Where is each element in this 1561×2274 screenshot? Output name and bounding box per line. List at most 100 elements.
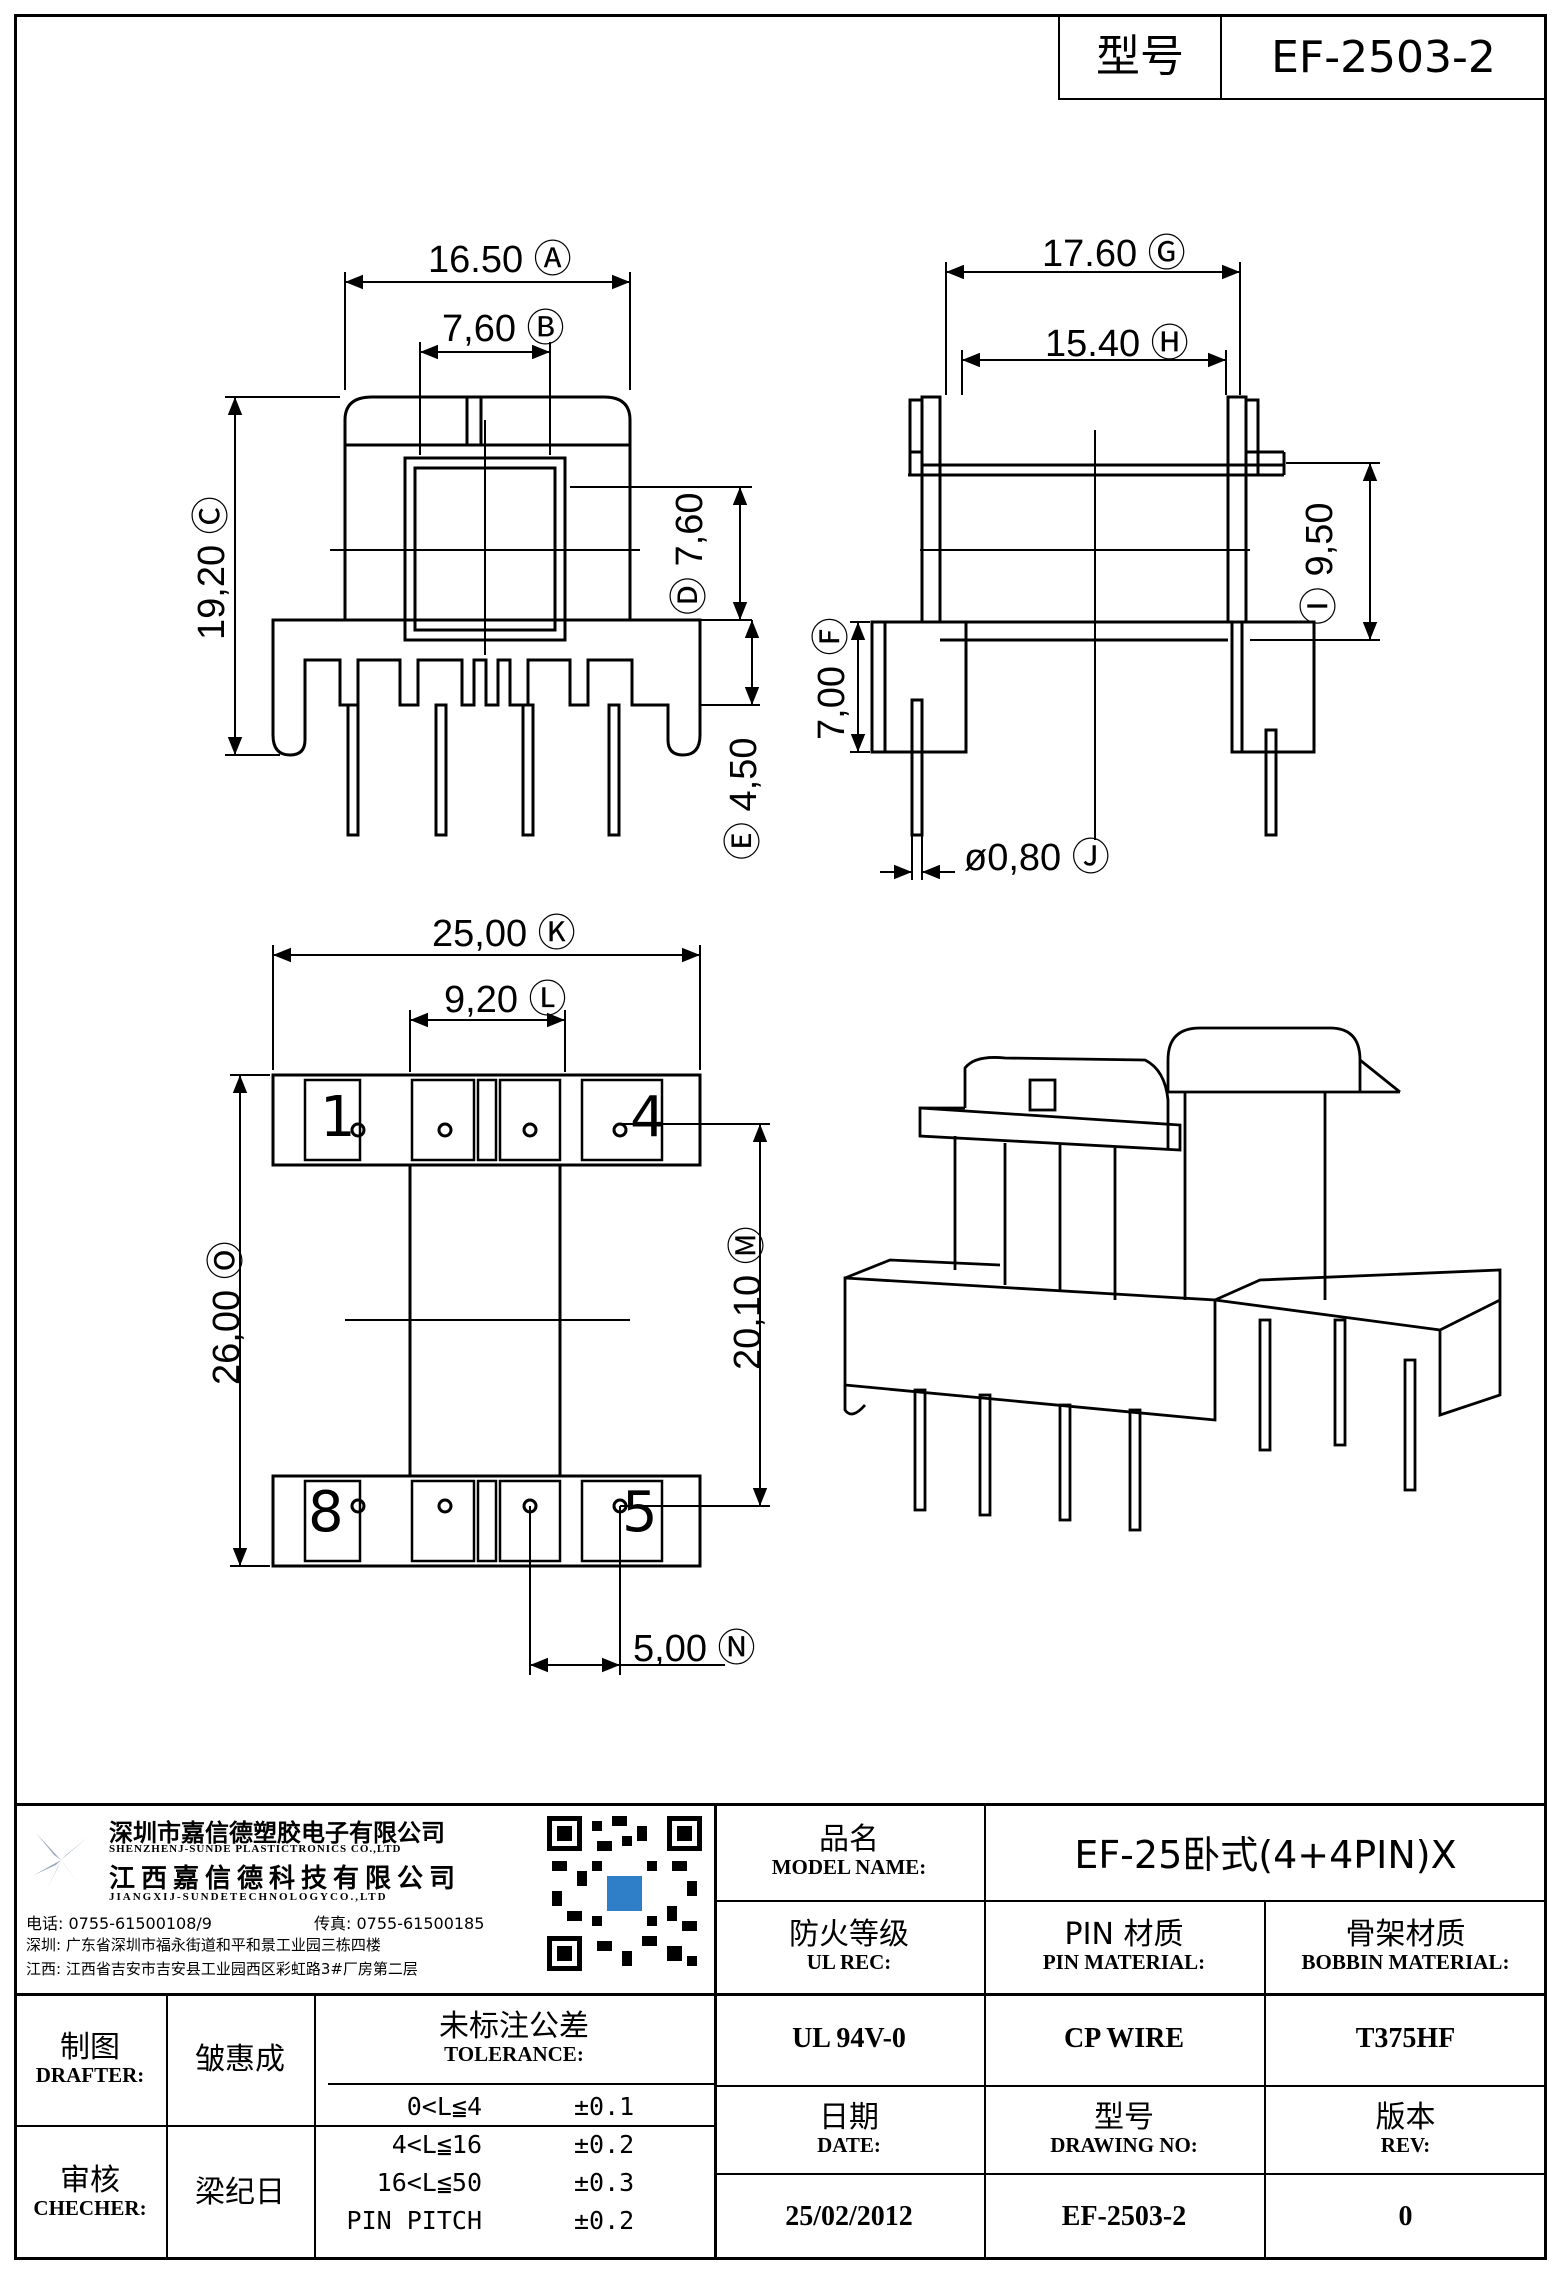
isometric-view <box>843 1026 1502 1532</box>
company-name-en-2: JIANGXIJ-SUNDETECHNOLOGYCO.,LTD <box>109 1891 388 1903</box>
tolerance-range: 0<L≦4 <box>406 2092 482 2121</box>
row-divider-1 <box>714 1900 1547 1902</box>
tolerance-cn: 未标注公差 <box>439 2008 589 2044</box>
col-divider-main <box>714 1803 717 2260</box>
header-model-value: EF-2503-2 <box>1271 31 1496 83</box>
bobbin-cn: 骨架材质 <box>1345 1917 1466 1953</box>
dim-c-label: 19,20 Ⓒ <box>191 496 233 640</box>
row-divider-4 <box>14 2125 714 2127</box>
model-name-value: EF-25卧式(4+4PIN)X <box>1074 1833 1457 1877</box>
ul-en: UL REC: <box>806 1950 892 1975</box>
pin-material-value: CP WIRE <box>1063 2023 1185 2054</box>
pin-5-label: 5 <box>622 1480 658 1545</box>
rev-cn: 版本 <box>1375 2099 1436 2135</box>
drafter-header: 制图 DRAFTER: <box>14 1993 166 2125</box>
company-name-en-1: SHENZHENJ-SUNDE PLASTICTRONICS CO.,LTD <box>109 1843 402 1855</box>
checker-header: 审核 CHECHER: <box>14 2125 166 2260</box>
pin-4-label: 4 <box>630 1085 666 1150</box>
pin-cn: PIN 材质 <box>1064 1917 1184 1953</box>
header-model-box: 型号 EF-2503-2 <box>1058 14 1547 100</box>
drawing-en: DRAWING NO: <box>1050 2132 1198 2157</box>
rev-en: REV: <box>1380 2132 1431 2157</box>
tolerance-header: 未标注公差 TOLERANCE: <box>314 1993 714 2083</box>
dim-k-label: 25,00 Ⓚ <box>432 913 576 955</box>
tolerance-row: 4<L≦16 ±0.2 <box>314 2130 714 2166</box>
drawing-cn: 型号 <box>1094 2099 1154 2135</box>
tolerance-range: PIN PITCH <box>346 2206 482 2235</box>
dim-m-label: 20,10 Ⓜ <box>727 1226 769 1370</box>
pin-8-label: 8 <box>308 1480 344 1545</box>
checker-en: CHECHER: <box>33 2196 147 2221</box>
dim-g-label: 17.60 Ⓖ <box>1042 233 1186 275</box>
row-divider-6 <box>714 2173 1547 2175</box>
tolerance-table: 0<L≦4 ±0.1 4<L≦16 ±0.2 16<L≦50 ±0.3 PIN … <box>314 2086 714 2256</box>
dim-j-label: ø0,80 Ⓙ <box>964 837 1110 879</box>
model-name-cn: 品名 <box>819 1822 879 1858</box>
row-divider-2 <box>14 1993 1547 1996</box>
front-view <box>271 395 702 837</box>
drawing-frame <box>14 14 1547 2260</box>
dim-e-label: Ⓔ 4,50 <box>723 737 765 860</box>
pin-material-header: PIN 材质 PIN MATERIAL: <box>984 1900 1264 1993</box>
checker-value: 梁纪日 <box>195 2175 285 2210</box>
dim-a-label: 16.50 Ⓐ <box>428 239 572 281</box>
pin-en: PIN MATERIAL: <box>1042 1950 1206 1975</box>
ul-value: UL 94V-0 <box>792 2023 906 2054</box>
date-cn: 日期 <box>819 2099 879 2135</box>
drawing-no-header: 型号 DRAWING NO: <box>984 2085 1264 2173</box>
date-en: DATE: <box>817 2132 881 2157</box>
drafter-en: DRAFTER: <box>35 2062 145 2087</box>
company-logo <box>26 1825 96 1895</box>
header-model-label: 型号 <box>1060 16 1222 98</box>
dim-o-label: 26,00 Ⓞ <box>206 1241 248 1385</box>
tolerance-range: 16<L≦50 <box>376 2168 482 2197</box>
bobbin-material-header: 骨架材质 BOBBIN MATERIAL: <box>1264 1900 1547 1993</box>
title-block: 深圳市嘉信德塑胶电子有限公司 SHENZHENJ-SUNDE PLASTICTR… <box>14 1803 1547 2260</box>
qr-code <box>542 1811 707 1976</box>
dim-h-label: 15.40 Ⓗ <box>1045 323 1189 365</box>
tolerance-value: ±0.2 <box>574 2130 635 2159</box>
company-name-cn-2: 江西嘉信德科技有限公司 <box>109 1864 462 1894</box>
drafter-cn: 制图 <box>60 2029 120 2065</box>
row-divider-5 <box>328 2083 714 2085</box>
tolerance-range: 4<L≦16 <box>391 2130 482 2159</box>
company-address-shenzhen: 深圳: 广东省深圳市福永街道和平和景工业园三栋四楼 <box>26 1936 381 1954</box>
drafter-value: 皱惠成 <box>195 2041 285 2077</box>
company-address-jiangxi: 江西: 江西省吉安市吉安县工业园西区彩虹路3#厂房第二层 <box>26 1960 418 1978</box>
pin-1-label: 1 <box>320 1085 356 1150</box>
checker-cn: 审核 <box>60 2163 120 2199</box>
bobbin-en: BOBBIN MATERIAL: <box>1301 1950 1510 1975</box>
side-view <box>870 395 1316 837</box>
col-divider-b <box>1264 1900 1266 2260</box>
tolerance-value: ±0.2 <box>574 2206 635 2235</box>
dim-d-label: Ⓓ 7,60 <box>669 492 711 615</box>
col-divider-a <box>984 1803 986 2260</box>
ul-header: 防火等级 UL REC: <box>714 1900 984 1993</box>
dim-f-label: 7,00 Ⓕ <box>811 617 853 740</box>
company-fax: 传真: 0755-61500185 <box>314 1914 485 1933</box>
dim-n-label: 5,00 Ⓝ <box>633 1628 756 1670</box>
col-divider-c <box>166 1993 168 2260</box>
date-header: 日期 DATE: <box>714 2085 984 2173</box>
dim-b-label: 7,60 Ⓑ <box>442 308 565 350</box>
tolerance-value: ±0.3 <box>574 2168 635 2197</box>
company-name-cn-1: 深圳市嘉信德塑胶电子有限公司 <box>109 1819 445 1847</box>
tolerance-row: PIN PITCH ±0.2 <box>314 2206 714 2242</box>
ul-cn: 防火等级 <box>789 1917 909 1953</box>
col-divider-d <box>314 1993 316 2260</box>
title-block-top-border <box>14 1803 1547 1806</box>
model-name-en: MODEL NAME: <box>771 1855 927 1880</box>
tolerance-en: TOLERANCE: <box>444 2041 584 2066</box>
tolerance-row: 0<L≦4 ±0.1 <box>314 2092 714 2128</box>
bobbin-material-value: T375HF <box>1355 2023 1456 2054</box>
tolerance-value: ±0.1 <box>574 2092 635 2121</box>
row-divider-3 <box>714 2085 1547 2087</box>
model-name-header: 品名 MODEL NAME: <box>714 1803 984 1900</box>
dim-i-label: Ⓘ 9,50 <box>1299 502 1341 625</box>
rev-header: 版本 REV: <box>1264 2085 1547 2173</box>
dim-l-label: 9,20 Ⓛ <box>444 979 567 1021</box>
drawing-no-value: EF-2503-2 <box>1061 2200 1187 2232</box>
tolerance-row: 16<L≦50 ±0.3 <box>314 2168 714 2204</box>
rev-value: 0 <box>1398 2200 1413 2232</box>
